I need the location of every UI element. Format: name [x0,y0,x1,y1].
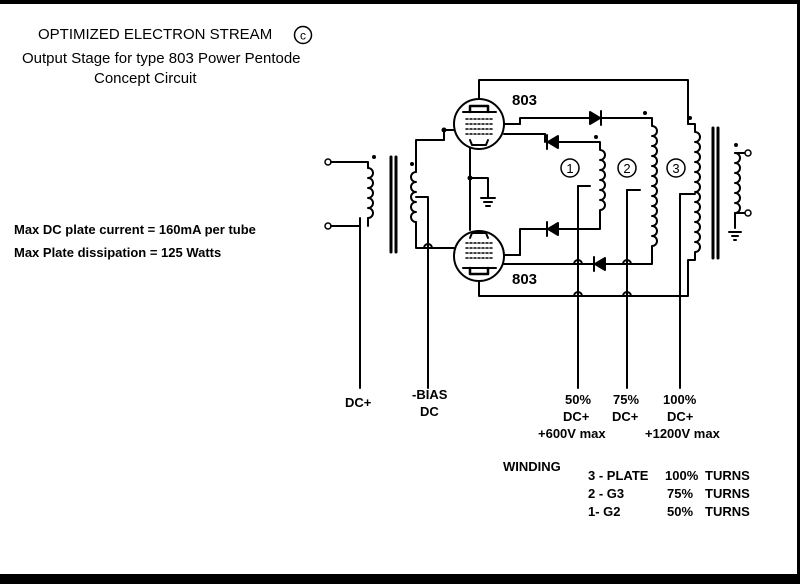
cathode-ground [441,127,496,231]
winding-row-3-name: 1- G2 [588,504,621,519]
tube-label-bottom: 803 [512,271,538,288]
w3-dc: DC+ [667,409,694,424]
winding-1-coil: 1 [560,135,606,389]
w3-percent: 100% [663,392,697,407]
winding-row-3-pct: 50% [667,504,694,519]
winding-heading: WINDING [503,459,561,474]
bottom-border [0,574,800,584]
page-subtitle: Output Stage for type 803 Power Pentode [22,50,301,67]
winding-3-coil: 3 [666,116,701,389]
winding-row-2-name: 2 - G3 [588,486,625,501]
w2-percent: 75% [613,392,640,407]
bias-dc-label: DC [420,404,439,419]
w3-max: +1200V max [645,426,720,441]
w1-max: +600V max [538,426,606,441]
right-border [797,0,800,584]
tube-top [443,79,689,150]
winding-row-1-name: 3 - PLATE [588,468,649,483]
diode-top-g3 [519,110,641,126]
tube-label-top: 803 [512,92,538,109]
page-title: OPTIMIZED ELECTRON STREAM [38,26,273,43]
winding-3-marker: 3 [672,161,679,176]
diode-bottom-g2 [519,221,591,256]
spec-plate-dissipation: Max Plate dissipation = 125 Watts [14,245,222,260]
winding-row-2-pct: 75% [667,486,694,501]
copyright-letter: c [300,29,306,43]
w1-percent: 50% [565,392,592,407]
diode-top-g2 [544,133,591,150]
output-transformer [711,126,752,260]
top-border [0,0,800,4]
bus-crossovers [423,243,632,297]
dc-plus-label: DC+ [345,395,372,410]
winding-row-1-pct: 100% [665,468,699,483]
winding-row-2-unit: TURNS [705,486,750,501]
winding-1-marker: 1 [566,161,573,176]
page-subtitle-2: Concept Circuit [94,70,197,87]
w1-dc: DC+ [563,409,590,424]
w2-dc: DC+ [612,409,639,424]
winding-2-marker: 2 [623,161,630,176]
winding-2-coil: 2 [617,111,658,389]
winding-row-3-unit: TURNS [705,504,750,519]
bias-label: -BIAS [412,387,448,402]
spec-plate-current: Max DC plate current = 160mA per tube [14,222,256,237]
copyright-mark: c [293,25,313,45]
input-transformer [324,139,445,389]
tube-bottom [443,230,681,297]
winding-row-1-unit: TURNS [705,468,750,483]
